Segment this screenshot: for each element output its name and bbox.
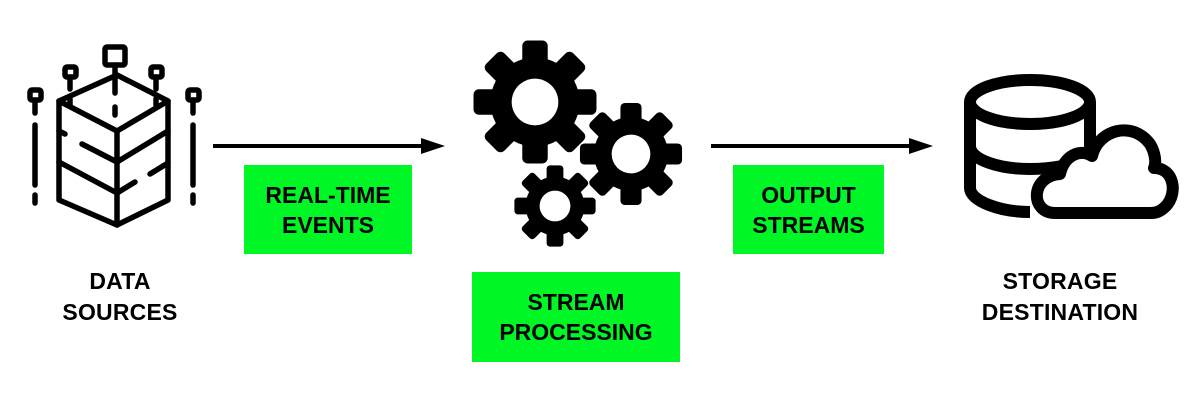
gears-icon [473,40,683,247]
database-cloud-icon [964,74,1179,219]
arrow-right-icon [213,138,445,154]
label-line: DESTINATION [981,299,1139,325]
data-cube-icon [27,44,202,228]
label-line: STREAM [527,289,625,315]
label-line: PROCESSING [499,319,653,345]
node-label-data-sources: DATA SOURCES [20,266,220,328]
label-line: STREAMS [752,211,865,238]
node-label-stream-processing: STREAM PROCESSING [472,272,680,362]
edge-label-real-time-events: REAL-TIME EVENTS [244,165,412,254]
label-line: OUTPUT [761,181,856,208]
label-line: SOURCES [62,299,178,325]
label-line: REAL-TIME [265,181,391,208]
label-line: DATA [89,268,151,294]
label-line: STORAGE [1002,268,1118,294]
node-label-storage-destination: STORAGE DESTINATION [950,266,1170,328]
edge-label-output-streams: OUTPUT STREAMS [733,165,884,254]
label-line: EVENTS [281,211,375,238]
arrow-right-icon [711,138,933,154]
